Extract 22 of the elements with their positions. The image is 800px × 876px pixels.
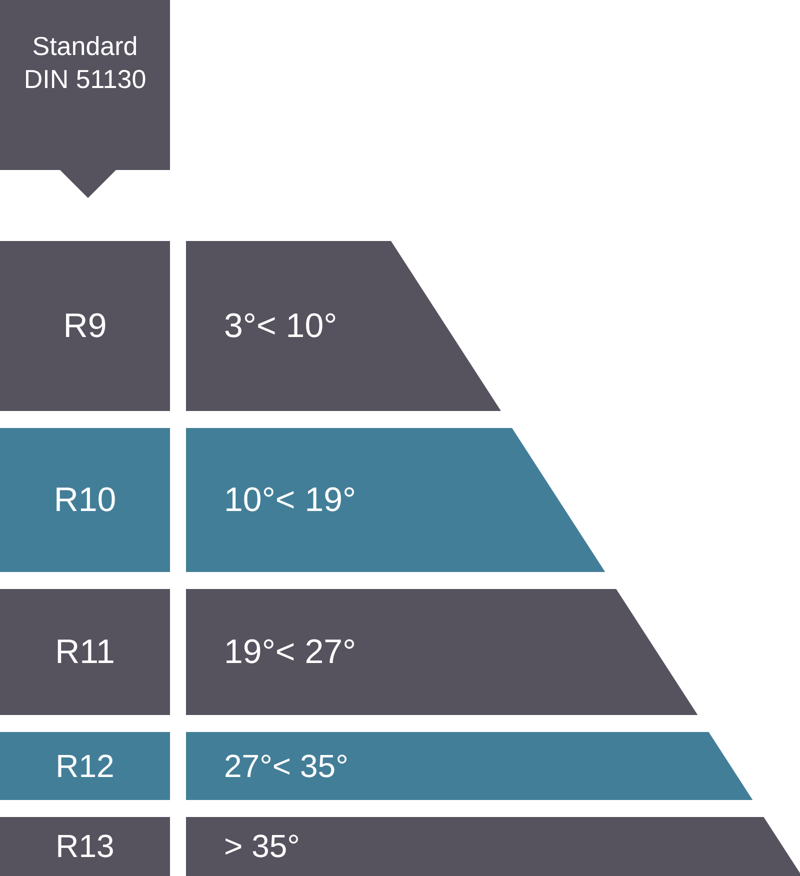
- angle-range-text: 3°< 10°: [224, 306, 338, 346]
- rating-panel: [0, 732, 170, 800]
- rating-text: R10: [54, 480, 116, 520]
- slope-band: [186, 241, 501, 411]
- rating-panel: [0, 589, 170, 715]
- slope-band: [186, 732, 753, 800]
- rating-text: R9: [63, 306, 107, 346]
- rating-panel: [0, 817, 170, 876]
- slope-band: [186, 428, 606, 572]
- angle-range-text: 27°< 35°: [224, 748, 348, 784]
- slope-band: [186, 817, 800, 876]
- angle-range-text: 10°< 19°: [224, 480, 356, 520]
- standard-label: Standard DIN 51130: [22, 30, 148, 95]
- rating-text: R11: [55, 632, 115, 672]
- rating-panel: [0, 428, 170, 572]
- standard-tag: [0, 0, 170, 198]
- slope-band: [186, 589, 698, 715]
- rating-panel: [0, 241, 170, 411]
- rating-text: R13: [56, 828, 114, 865]
- angle-range-text: > 35°: [224, 828, 300, 865]
- rating-text: R12: [56, 748, 114, 784]
- angle-range-text: 19°< 27°: [224, 632, 356, 672]
